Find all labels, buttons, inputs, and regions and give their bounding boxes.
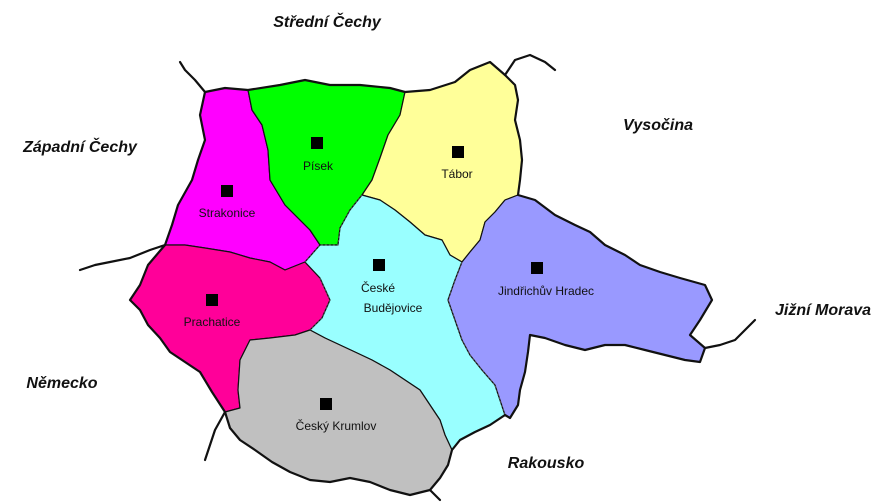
neighbor-label-south: Rakousko: [508, 455, 585, 472]
district-label-ceske-budejovice-line1: České: [361, 280, 395, 295]
neighbor-label-southeast: Jižní Morava: [775, 302, 871, 319]
seat-marker-jindrichuv-hradec: [531, 262, 543, 274]
seat-marker-tabor: [452, 146, 464, 158]
seat-marker-pisek: [311, 137, 323, 149]
border-line-south: [428, 488, 442, 502]
border-line-east: [703, 318, 757, 350]
district-label-ceske-budejovice-line2: Budějovice: [364, 301, 423, 315]
border-line-west: [78, 243, 167, 272]
district-label-cesky-krumlov: Český Krumlov: [296, 418, 377, 433]
outer-boundary: [128, 60, 714, 497]
border-line-southwest: [203, 410, 227, 462]
seat-marker-ceske-budejovice: [373, 259, 385, 271]
district-label-pisek: Písek: [303, 159, 334, 173]
seat-marker-prachatice: [206, 294, 218, 306]
neighbor-label-west: Západní Čechy: [22, 137, 138, 156]
seat-marker-cesky-krumlov: [320, 398, 332, 410]
border-line-northeast: [503, 53, 557, 77]
district-label-jindrichuv-hradec: Jindřichův Hradec: [498, 284, 594, 298]
neighbor-label-east: Vysočina: [623, 117, 693, 134]
seat-marker-strakonice: [221, 185, 233, 197]
district-label-tabor: Tábor: [441, 167, 472, 181]
inner-boundary: [304, 194, 506, 416]
district-label-strakonice: Strakonice: [199, 206, 256, 220]
district-label-prachatice: Prachatice: [184, 315, 241, 329]
neighbor-label-north: Střední Čechy: [273, 12, 382, 31]
neighbor-label-southwest: Německo: [26, 375, 97, 392]
border-line-northwest: [178, 60, 207, 94]
